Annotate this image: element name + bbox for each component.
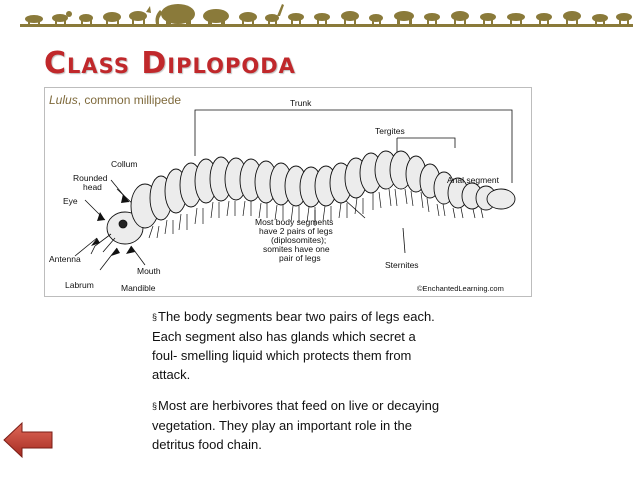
millipede-body-icon [106, 150, 516, 245]
figure-caption: Lulus, common millipede [49, 93, 181, 107]
label-sternites: Sternites [385, 260, 419, 270]
label-trunk: Trunk [290, 98, 312, 108]
slide-title: Class Diplopoda [44, 46, 296, 81]
bullet-list: §The body segments bear two pairs of leg… [152, 307, 442, 466]
label-labrum: Labrum [65, 280, 94, 290]
label-segments-5: pair of legs [279, 253, 321, 263]
label-eye: Eye [63, 196, 78, 206]
label-anal-segment: Anal segment [447, 175, 500, 185]
label-segments-1: Most body segments [255, 217, 333, 227]
label-segments-4: somites have one [263, 244, 330, 254]
label-segments-2: have 2 pairs of legs [259, 226, 333, 236]
bullet-text: The body segments bear two pairs of legs… [152, 309, 435, 382]
millipede-diagram: Trunk Tergites Collum Rounded head Eye A… [49, 98, 516, 293]
label-segments-3: (diplosomites); [271, 235, 326, 245]
back-arrow-icon[interactable] [2, 420, 54, 460]
bullet-text: Most are herbivores that feed on live or… [152, 398, 440, 452]
label-mandible: Mandible [121, 283, 156, 293]
label-mouth: Mouth [137, 266, 161, 276]
label-rounded-head-2: head [83, 182, 102, 192]
animal-silhouette-banner [25, 4, 632, 24]
label-tergites: Tergites [375, 126, 405, 136]
credit-text: ©EnchantedLearning.com [417, 284, 504, 293]
label-collum: Collum [111, 159, 137, 169]
bullet-item: §The body segments bear two pairs of leg… [152, 307, 442, 384]
label-antenna: Antenna [49, 254, 81, 264]
bullet-square-icon: § [152, 312, 158, 322]
bullet-square-icon: § [152, 401, 158, 411]
caption-species: Lulus [49, 93, 78, 107]
caption-rest: , common millipede [77, 93, 182, 107]
millipede-figure: Trunk Tergites Collum Rounded head Eye A… [44, 87, 532, 297]
label-rounded-head-1: Rounded [73, 173, 108, 183]
banner-rule [20, 24, 633, 27]
bullet-item: §Most are herbivores that feed on live o… [152, 396, 442, 454]
